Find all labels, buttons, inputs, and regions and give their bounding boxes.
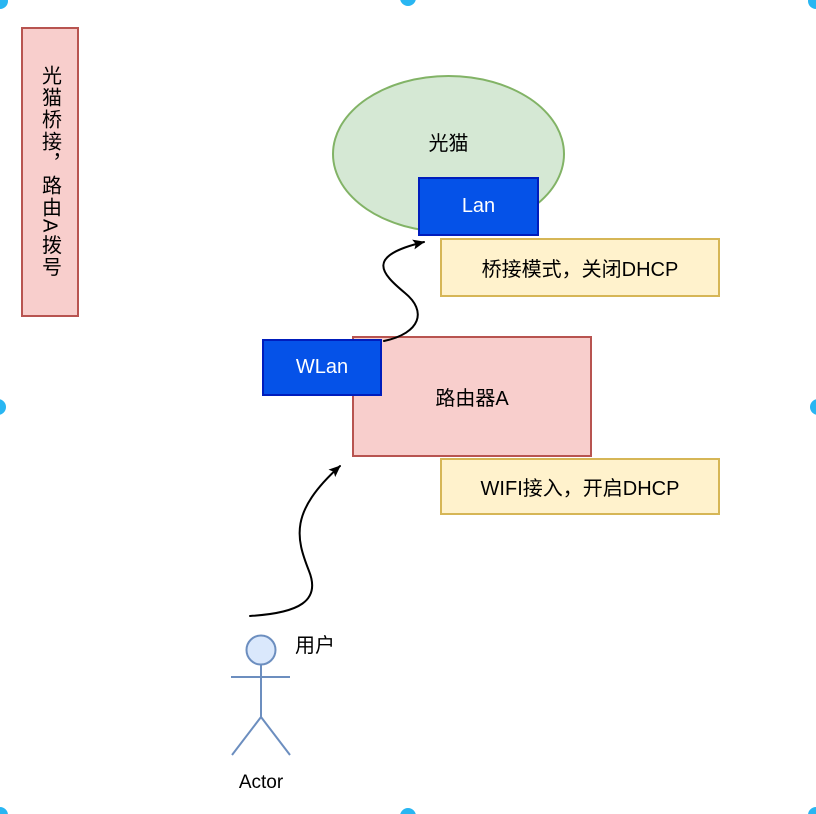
router-label: 路由器A <box>435 388 509 410</box>
lan-port-label: Lan <box>461 195 496 217</box>
edge-wlan-to-lan[interactable] <box>382 239 425 342</box>
selection-handle-bottom-right[interactable] <box>808 807 816 814</box>
user-annotation-label[interactable]: 用户 <box>295 634 335 657</box>
edge-user-to-router[interactable] <box>249 465 341 617</box>
actor-name-label[interactable]: Actor <box>238 772 284 793</box>
wifi-access-note[interactable]: WIFI接入，开启DHCP <box>440 458 720 515</box>
wlan-port-box[interactable]: WLan <box>262 339 382 396</box>
selection-handle-top-center[interactable] <box>400 0 416 6</box>
bridge-mode-note-text: 桥接模式，关闭DHCP <box>481 259 679 281</box>
side-note-text: 光猫桥接，路由A拨号 <box>38 65 61 279</box>
wifi-access-note-text: WIFI接入，开启DHCP <box>480 478 680 500</box>
lan-port-box[interactable]: Lan <box>418 177 539 236</box>
actor-head <box>245 634 277 666</box>
selection-handle-middle-left[interactable] <box>0 399 6 415</box>
router-box[interactable]: 路由器A <box>352 336 592 457</box>
bridge-mode-note[interactable]: 桥接模式，关闭DHCP <box>440 238 720 297</box>
wlan-port-label: WLan <box>295 356 349 378</box>
selection-handle-middle-right[interactable] <box>810 399 816 415</box>
side-note-box[interactable]: 光猫桥接，路由A拨号 <box>21 27 79 317</box>
selection-handle-bottom-left[interactable] <box>0 807 8 814</box>
selection-handle-top-left[interactable] <box>0 0 8 9</box>
actor-figure[interactable] <box>231 634 291 756</box>
modem-label: 光猫 <box>428 132 469 155</box>
selection-handle-bottom-center[interactable] <box>400 808 416 814</box>
actor-leg-left <box>231 716 262 756</box>
actor-leg-right <box>260 716 291 756</box>
selection-handle-top-right[interactable] <box>808 0 816 9</box>
